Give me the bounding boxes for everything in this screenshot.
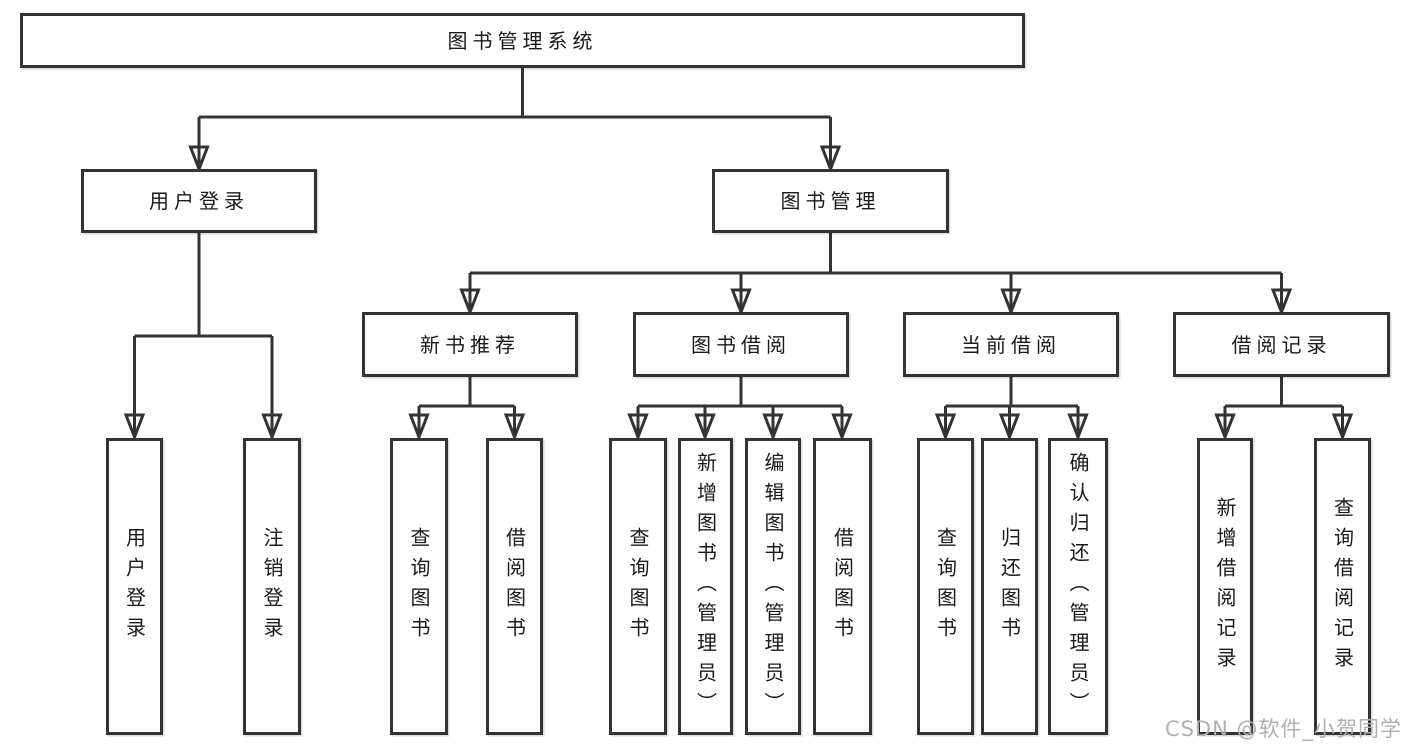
- spine-book-borrowing: [638, 377, 842, 408]
- spine-root: [199, 68, 831, 119]
- spine-book-management: [470, 233, 1282, 275]
- node-book-management: 图书管理: [712, 169, 949, 233]
- spine-current-borrowing: [945, 377, 1078, 408]
- node-book-borrowing: 图书借阅: [633, 312, 849, 377]
- node-new-book-recommend: 新书推荐: [362, 312, 578, 377]
- leaf-borrow-books: 借阅图书: [486, 438, 543, 735]
- leaf-logout: 注销登录: [243, 438, 301, 735]
- leaf-query-books: 查询图书: [917, 438, 974, 735]
- leaf-borrow-books: 借阅图书: [813, 438, 872, 735]
- leaf-add-borrow-record: 新增借阅记录: [1197, 438, 1253, 735]
- leaf-query-books: 查询图书: [609, 438, 667, 735]
- leaf-return-books: 归还图书: [981, 438, 1038, 735]
- leaf-confirm-return-admin: 确认归还（管理员）: [1048, 438, 1108, 735]
- leaf-edit-books-admin: 编辑图书（管理员）: [745, 438, 801, 735]
- spine-user-login: [134, 233, 272, 338]
- node-root: 图书管理系统: [20, 13, 1025, 68]
- leaf-query-books: 查询图书: [390, 438, 448, 735]
- csdn-watermark: CSDN @软件_小贺同学: [1164, 717, 1402, 741]
- leaf-query-borrow-record: 查询借阅记录: [1314, 438, 1371, 735]
- spine-borrowing-records: [1225, 377, 1343, 408]
- leaf-add-books-admin: 新增图书（管理员）: [678, 438, 733, 735]
- node-user-login: 用户登录: [81, 169, 317, 233]
- node-current-borrowing: 当前借阅: [903, 312, 1119, 377]
- spine-new-book-recommend: [419, 377, 515, 408]
- leaf-user-login: 用户登录: [106, 438, 163, 735]
- node-borrowing-records: 借阅记录: [1173, 312, 1390, 377]
